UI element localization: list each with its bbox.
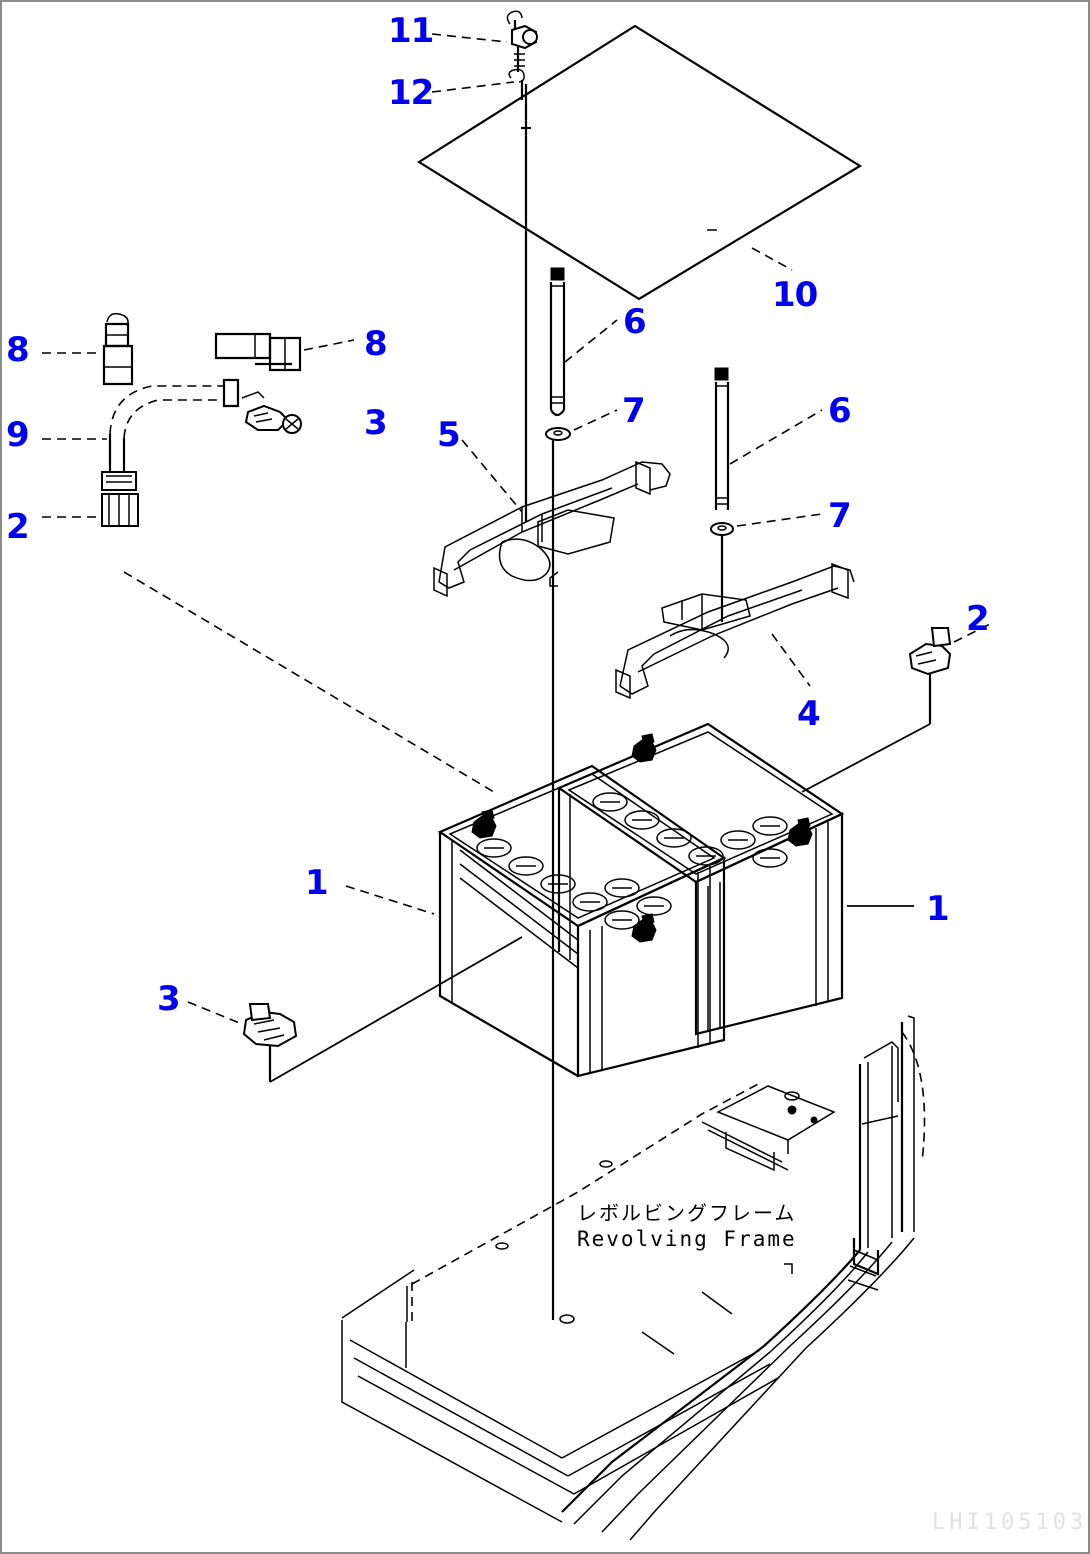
callout-11[interactable]: 11 <box>388 11 434 51</box>
callout-7-right[interactable]: 7 <box>828 496 852 536</box>
part-7-washer-left <box>545 409 618 441</box>
callout-8-left[interactable]: 8 <box>6 330 30 370</box>
callout-12[interactable]: 12 <box>388 73 434 113</box>
part-6-rod-left <box>549 267 618 417</box>
callout-3-upper[interactable]: 3 <box>364 403 388 443</box>
callout-6-right[interactable]: 6 <box>828 391 852 431</box>
revolving-frame-label: レボルビングフレーム Revolving Frame <box>577 1200 797 1252</box>
part-9-battery-cable <box>42 378 302 527</box>
part-3-terminal-clamp <box>187 936 523 1083</box>
center-assembly-axis <box>524 242 555 1320</box>
revolving-frame-label-jp: レボルビングフレーム <box>577 1201 797 1225</box>
callout-8-right[interactable]: 8 <box>364 324 388 364</box>
callout-3-lower[interactable]: 3 <box>157 979 181 1019</box>
callout-9[interactable]: 9 <box>6 415 30 455</box>
part-12-stud <box>431 68 531 457</box>
callout-1-right[interactable]: 1 <box>926 889 950 929</box>
revolving-frame <box>341 1015 926 1541</box>
part-11-knob-bolt <box>431 10 538 72</box>
part-5-bracket-left <box>433 439 671 598</box>
callout-1-left[interactable]: 1 <box>305 863 329 903</box>
part-6-rod-right <box>714 367 823 510</box>
callout-4[interactable]: 4 <box>797 694 821 734</box>
callout-2-left[interactable]: 2 <box>6 507 30 547</box>
part-8-boot-right <box>214 332 355 372</box>
part-10-cover-plate <box>416 24 863 301</box>
part-4-bracket-right <box>615 562 855 700</box>
part-1-battery-rear <box>556 722 914 1036</box>
part-2-terminal-right <box>801 621 995 793</box>
part-7-washer-right <box>710 513 823 622</box>
callout-6-left[interactable]: 6 <box>623 302 647 342</box>
part-1-battery-front <box>345 764 727 1078</box>
drawing-watermark: LHI105103 <box>932 1510 1088 1535</box>
revolving-frame-label-en: Revolving Frame <box>577 1227 797 1251</box>
callout-5[interactable]: 5 <box>437 415 461 455</box>
callout-2-right[interactable]: 2 <box>966 599 990 639</box>
callout-10[interactable]: 10 <box>772 275 818 315</box>
callout-7-left[interactable]: 7 <box>622 391 646 431</box>
part-8-boot-left <box>42 312 134 386</box>
construction-line-left <box>123 571 495 793</box>
